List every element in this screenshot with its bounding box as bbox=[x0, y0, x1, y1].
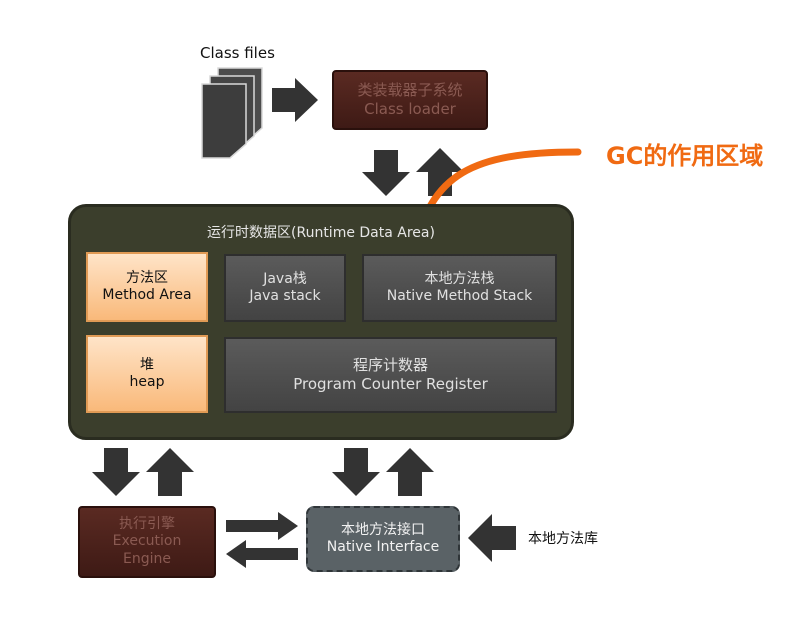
execution-engine-title: 执行引擎 bbox=[119, 515, 175, 532]
heap-subtitle: heap bbox=[129, 374, 165, 390]
class-files-label: Class files bbox=[200, 44, 275, 62]
program-counter-register-title: 程序计数器 bbox=[352, 356, 428, 375]
native-method-stack-box[interactable]: 本地方法栈 Native Method Stack bbox=[362, 254, 557, 322]
program-counter-register-box[interactable]: 程序计数器 Program Counter Register bbox=[224, 337, 557, 413]
gc-annotation: GC的作用区域 bbox=[606, 142, 764, 170]
method-area-title: 方法区 bbox=[126, 269, 168, 286]
arrow-right-icon bbox=[272, 78, 318, 122]
arrow-down-icon bbox=[362, 150, 410, 196]
class-loader-title: 类装载器子系统 bbox=[357, 81, 463, 100]
heap-title: 堆 bbox=[140, 356, 154, 373]
native-method-stack-subtitle: Native Method Stack bbox=[386, 288, 533, 304]
native-interface-subtitle: Native Interface bbox=[326, 539, 440, 555]
native-method-stack-title: 本地方法栈 bbox=[424, 270, 495, 287]
native-interface-box[interactable]: 本地方法接口 Native Interface bbox=[306, 506, 460, 572]
arrow-down-icon bbox=[92, 448, 140, 496]
method-area-box[interactable]: 方法区 Method Area bbox=[86, 252, 208, 322]
heap-box[interactable]: 堆 heap bbox=[86, 335, 208, 413]
runtime-data-area-title: 运行时数据区(Runtime Data Area) bbox=[207, 225, 435, 241]
class-files-icon bbox=[201, 67, 263, 159]
program-counter-register-subtitle: Program Counter Register bbox=[293, 375, 488, 393]
class-loader-box[interactable]: 类装载器子系统 Class loader bbox=[332, 70, 488, 130]
java-stack-subtitle: Java stack bbox=[249, 288, 321, 304]
method-area-subtitle: Method Area bbox=[102, 287, 192, 303]
native-interface-title: 本地方法接口 bbox=[341, 521, 425, 538]
arrow-left-icon bbox=[226, 540, 298, 568]
execution-engine-box[interactable]: 执行引擎 Execution Engine bbox=[78, 506, 216, 578]
arrow-left-icon bbox=[468, 514, 516, 562]
java-stack-title: Java栈 bbox=[263, 270, 307, 287]
arrow-right-icon bbox=[226, 512, 298, 540]
arrow-up-icon bbox=[146, 448, 194, 496]
arrow-up-icon bbox=[386, 448, 434, 496]
native-library-label: 本地方法库 bbox=[528, 531, 598, 547]
execution-engine-subtitle-1: Execution bbox=[112, 533, 182, 550]
arrow-down-icon bbox=[332, 448, 380, 496]
class-loader-subtitle: Class loader bbox=[364, 100, 456, 118]
java-stack-box[interactable]: Java栈 Java stack bbox=[224, 254, 346, 322]
execution-engine-subtitle-2: Engine bbox=[123, 550, 171, 567]
